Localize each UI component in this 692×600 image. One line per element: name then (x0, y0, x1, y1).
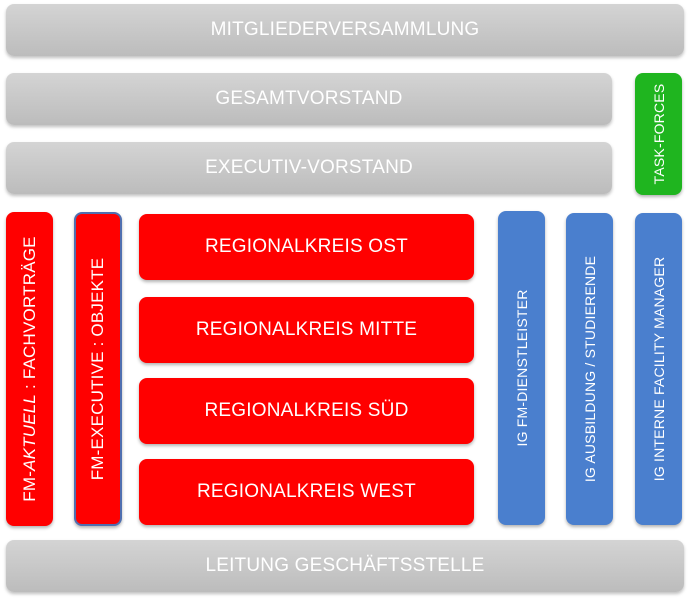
fm-aktuell-box: FM-AKTUELL : FACHVORTRÄGE (6, 212, 53, 526)
regionalkreis-ost-label: REGIONALKREIS OST (205, 236, 408, 257)
gesamtvorstand-bar: GESAMTVORSTAND (6, 73, 612, 125)
regionalkreis-mitte-label: REGIONALKREIS MITTE (195, 319, 418, 340)
fm-executive-box: FM-EXECUTIVE : OBJEKTE (74, 212, 122, 526)
ig-ausbildung-box: IG AUSBILDUNG / STUDIERENDE (566, 213, 613, 525)
ig-interne-fm-label: IG INTERNE FACILITY MANAGER (650, 256, 667, 482)
ig-interne-fm-box: IG INTERNE FACILITY MANAGER (635, 213, 682, 525)
regionalkreis-west-box: REGIONALKREIS WEST (139, 459, 474, 525)
fm-aktuell-label: FM-AKTUELL : FACHVORTRÄGE (19, 236, 39, 502)
leitung-geschaeftsstelle-bar: LEITUNG GESCHÄFTSSTELLE (6, 540, 684, 592)
leitung-geschaeftsstelle-label: LEITUNG GESCHÄFTSSTELLE (205, 555, 485, 576)
regionalkreis-sued-box: REGIONALKREIS SÜD (139, 378, 474, 444)
gesamtvorstand-label: GESAMTVORSTAND (215, 88, 403, 109)
mitgliederversammlung-label: MITGLIEDERVERSAMMLUNG (210, 19, 480, 40)
ig-ausbildung-label: IG AUSBILDUNG / STUDIERENDE (581, 255, 598, 483)
regionalkreis-west-label: REGIONALKREIS WEST (197, 481, 416, 502)
regionalkreis-sued-label: REGIONALKREIS SÜD (204, 400, 409, 421)
regionalkreis-mitte-box: REGIONALKREIS MITTE (139, 297, 474, 363)
task-forces-label: TASK-FORCES (650, 83, 667, 185)
fm-executive-label: FM-EXECUTIVE : OBJEKTE (88, 257, 107, 481)
ig-fm-dienstleister-box: IG FM-DIENSTLEISTER (498, 211, 545, 525)
ig-fm-dienstleister-label: IG FM-DIENSTLEISTER (513, 289, 530, 447)
regionalkreis-ost-box: REGIONALKREIS OST (139, 214, 474, 280)
executiv-vorstand-label: EXECUTIV-VORSTAND (205, 157, 413, 178)
task-forces-box: TASK-FORCES (635, 73, 682, 195)
executiv-vorstand-bar: EXECUTIV-VORSTAND (6, 142, 612, 194)
mitgliederversammlung-bar: MITGLIEDERVERSAMMLUNG (6, 4, 684, 56)
